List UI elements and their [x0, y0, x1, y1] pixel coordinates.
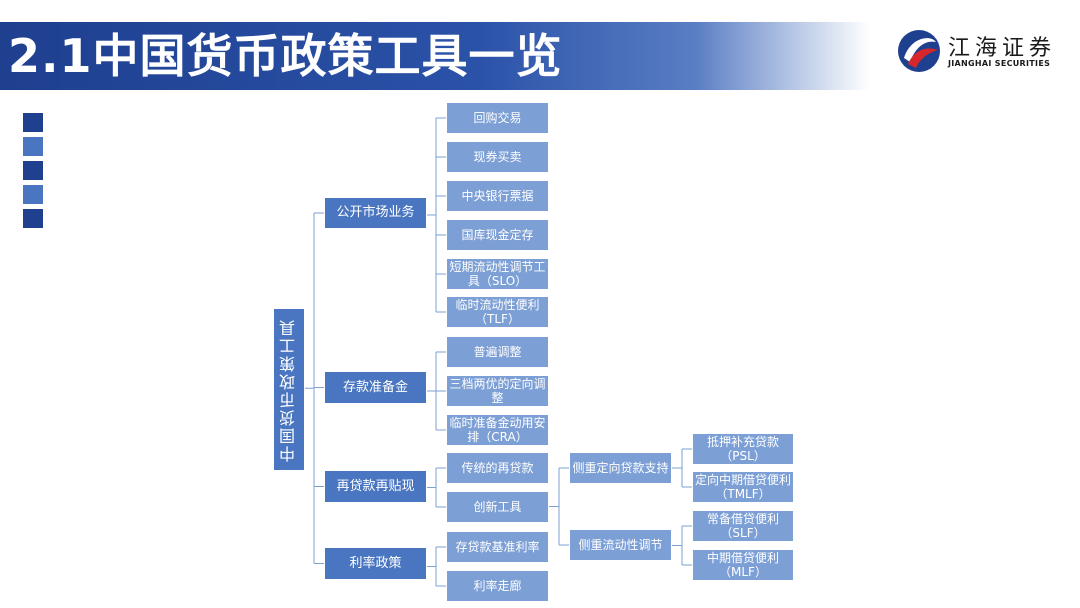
decor-square — [23, 113, 43, 132]
tool-node: 存贷款基准利率 — [446, 531, 549, 563]
page-title: 2.1中国货币政策工具一览 — [8, 29, 563, 83]
decor-square — [23, 185, 43, 204]
tool-node: 创新工具 — [446, 491, 549, 523]
branch-node: 再贷款再贴现 — [324, 470, 427, 503]
title-bar: 2.1中国货币政策工具一览 — [0, 22, 870, 90]
logo-name-en: JIANGHAI SECURITIES — [948, 59, 1051, 68]
branch-node: 利率政策 — [324, 547, 427, 580]
company-logo: 江海证券 JIANGHAI SECURITIES — [896, 28, 1066, 76]
branch-node: 公开市场业务 — [324, 197, 427, 229]
tool-node: 现券买卖 — [446, 141, 549, 173]
decor-square — [23, 161, 43, 180]
tool-node: 回购交易 — [446, 102, 549, 134]
sub-tool-node: 侧重定向贷款支持 — [569, 452, 672, 484]
decor-square — [23, 137, 43, 156]
tool-node: 普遍调整 — [446, 336, 549, 368]
tool-node: 临时准备金动用安排（CRA） — [446, 414, 549, 446]
facility-node: 中期借贷便利（MLF） — [692, 549, 794, 581]
facility-node: 抵押补充贷款（PSL） — [692, 433, 794, 465]
tool-node: 三档两优的定向调整 — [446, 375, 549, 407]
jianghai-logo-icon — [898, 30, 940, 72]
facility-node: 常备借贷便利（SLF） — [692, 510, 794, 542]
tool-node: 临时流动性便利（TLF） — [446, 296, 549, 328]
tool-node: 短期流动性调节工具（SLO） — [446, 258, 549, 290]
root-label: 中国货币政策工具 — [279, 317, 298, 462]
logo-name-cn: 江海证券 — [948, 36, 1057, 61]
decor-square — [23, 209, 43, 228]
tool-node: 传统的再贷款 — [446, 452, 549, 484]
tool-node: 中央银行票据 — [446, 180, 549, 212]
tool-node: 利率走廊 — [446, 570, 549, 602]
tool-node: 国库现金定存 — [446, 219, 549, 251]
facility-node: 定向中期借贷便利（TMLF） — [692, 471, 794, 503]
branch-node: 存款准备金 — [324, 371, 427, 404]
root-node: 中国货币政策工具 — [273, 308, 305, 471]
sub-tool-node: 侧重流动性调节 — [569, 529, 672, 561]
